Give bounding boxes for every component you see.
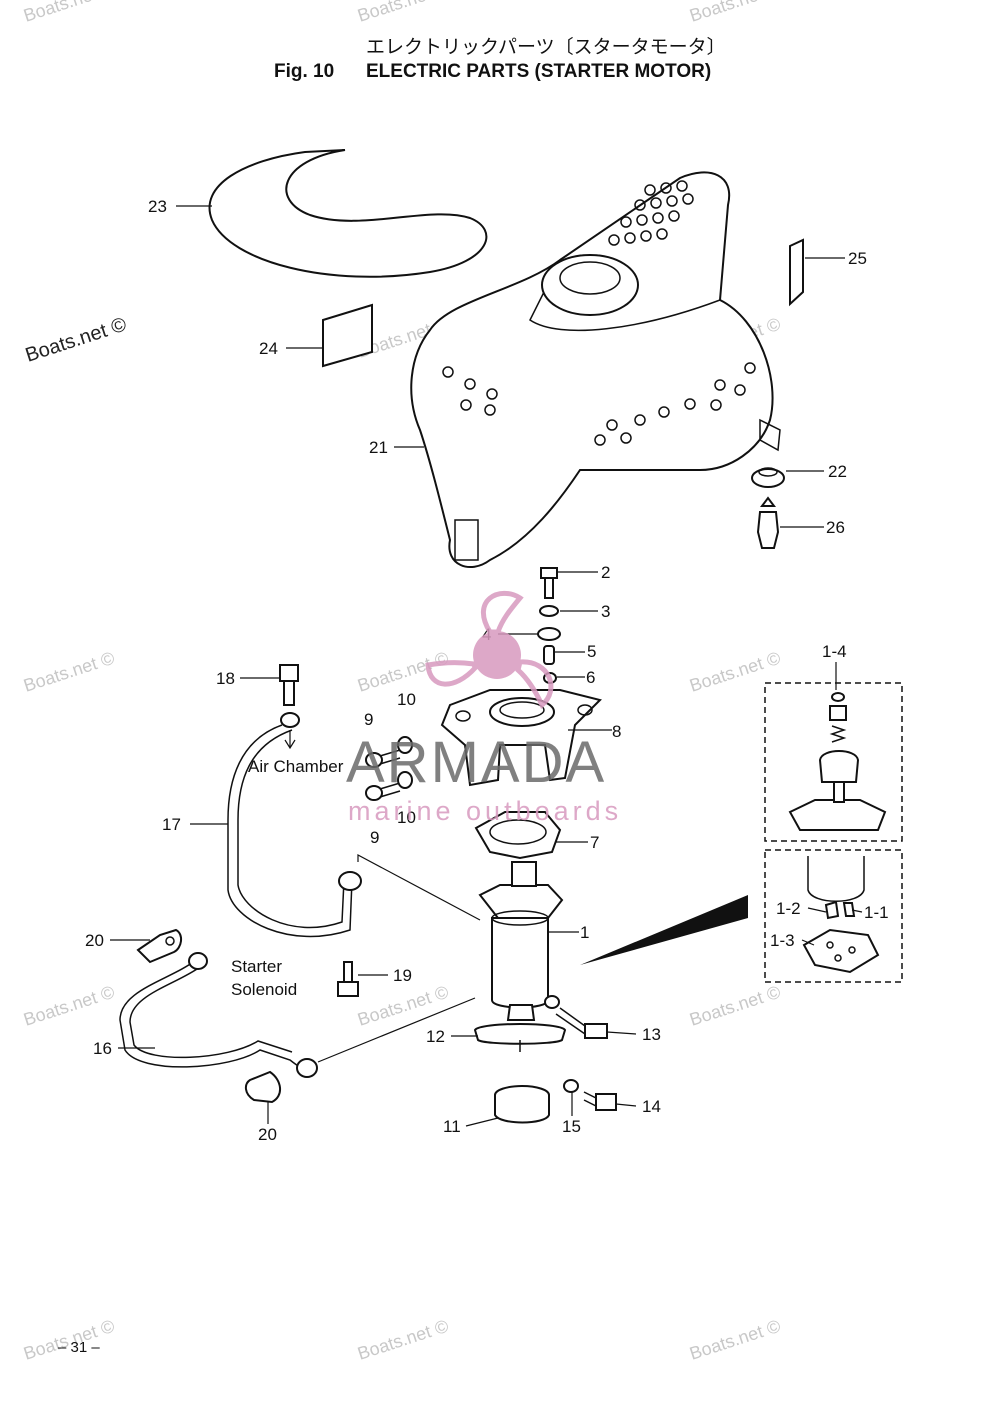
subassembly-box-lower <box>764 849 903 983</box>
callout-3: 3 <box>601 602 610 621</box>
leader-lines <box>110 205 863 1127</box>
watermark-boats: Boats.net © <box>355 648 451 696</box>
part-21-cover <box>410 171 781 569</box>
callout-20: 20 <box>85 931 104 950</box>
callout-12: 12 <box>426 1027 445 1046</box>
part-23-pad <box>208 149 488 278</box>
title-english: ELECTRIC PARTS (STARTER MOTOR) <box>366 61 711 82</box>
armada-watermark-logo: ARMADA marine outboards <box>346 590 622 826</box>
part-20-boot <box>244 1070 281 1104</box>
propeller-logo-icon <box>473 631 521 679</box>
part-1-4-drive-assembly <box>788 692 887 831</box>
note-starter: Starter <box>231 957 282 976</box>
subassembly-box-upper <box>764 682 903 842</box>
part-8-bracket <box>440 689 602 787</box>
part-1-starter-motor <box>478 861 564 1021</box>
part-24-label <box>322 303 373 368</box>
note-solenoid: Solenoid <box>231 980 297 999</box>
callout-18: 18 <box>216 669 235 688</box>
propeller-blade <box>481 590 524 635</box>
callout-6: 6 <box>586 668 595 687</box>
part-5-collar <box>543 645 555 665</box>
watermark-boats: Boats.net © <box>687 0 783 26</box>
part-10-washer <box>397 771 413 789</box>
callout-8: 8 <box>612 722 621 741</box>
part-18-bolt <box>279 664 300 728</box>
watermark-boats: Boats.net © <box>21 648 117 696</box>
watermark-boats: Boats.net © <box>687 648 783 696</box>
part-20-cap <box>136 928 182 964</box>
callout-14: 14 <box>642 1097 661 1116</box>
watermark-boats: Boats.net © <box>21 0 117 26</box>
part-19-bolt <box>337 961 359 997</box>
part-4-washer <box>537 627 561 641</box>
part-14-bolt <box>583 1091 617 1111</box>
part-9-bolt <box>365 782 401 801</box>
callout-9: 9 <box>370 828 379 847</box>
callout-16: 16 <box>93 1039 112 1058</box>
callout-19: 19 <box>393 966 412 985</box>
callout-24: 24 <box>259 339 278 358</box>
part-13-bolt <box>544 995 608 1039</box>
callout-20: 20 <box>258 1125 277 1144</box>
callout-1-4: 1-4 <box>822 642 847 661</box>
brand-armada: ARMADA <box>346 730 606 795</box>
part-10-washer <box>397 736 413 754</box>
callout-5: 5 <box>587 642 596 661</box>
callout-9: 9 <box>364 710 373 729</box>
part-17-hose <box>237 729 345 929</box>
callout-1-3: 1-3 <box>770 931 795 950</box>
callout-1-2: 1-2 <box>776 899 801 918</box>
part-11-band <box>494 1085 550 1124</box>
part-9-bolt <box>365 749 401 768</box>
callout-11: 11 <box>443 1117 461 1136</box>
part-7-gasket <box>474 811 562 860</box>
part-1-armature-assembly <box>802 856 880 974</box>
callout-21: 21 <box>369 438 388 457</box>
watermark-boats: Boats.net © <box>21 982 117 1030</box>
callout-17: 17 <box>162 815 181 834</box>
callout-26: 26 <box>826 518 845 537</box>
note-air-chamber: Air Chamber <box>248 757 344 776</box>
part-25-plate <box>789 238 804 307</box>
title-japanese: エレクトリックパーツ〔スタータモータ〕 <box>366 36 726 58</box>
callout-13: 13 <box>642 1025 661 1044</box>
callout-22: 22 <box>828 462 847 481</box>
watermark-boats: Boats.net © <box>687 982 783 1030</box>
watermark-boats: Boats.net © <box>687 1316 783 1364</box>
callout-10: 10 <box>397 808 416 827</box>
callout-2: 2 <box>601 563 610 582</box>
part-3-washer <box>539 605 559 617</box>
callout-1: 1 <box>580 923 589 942</box>
callout-25: 25 <box>848 249 867 268</box>
callout-23: 23 <box>148 197 167 216</box>
watermark-boats: Boats.net © <box>355 0 451 26</box>
pointer-wedge <box>580 895 748 965</box>
callout-1-1: 1-1 <box>864 903 889 922</box>
watermark-boats: Boats.net © <box>355 1316 451 1364</box>
propeller-blade <box>425 660 478 687</box>
part-22-grommet <box>751 467 785 488</box>
callout-10: 10 <box>397 690 416 709</box>
part-2-bolt <box>540 567 558 599</box>
callout-15: 15 <box>562 1117 581 1136</box>
part-12-band <box>473 1023 567 1052</box>
part-17-hose <box>227 724 353 938</box>
watermark-boats: Boats.net © <box>355 982 451 1030</box>
propeller-blade <box>515 659 554 710</box>
figure-number: Fig. 10 <box>274 61 334 82</box>
brand-marine-outboards: marine outboards <box>348 796 622 826</box>
part-16-cable <box>119 952 318 1078</box>
watermark-boats-main: Boats.net © <box>23 313 130 366</box>
page-number: – 31 – <box>58 1339 100 1356</box>
arrow-air-chamber <box>284 730 296 750</box>
part-17-hose-end <box>338 871 362 891</box>
part-26-pin <box>756 496 780 549</box>
part-15-washer <box>563 1079 579 1093</box>
callout-7: 7 <box>590 833 599 852</box>
